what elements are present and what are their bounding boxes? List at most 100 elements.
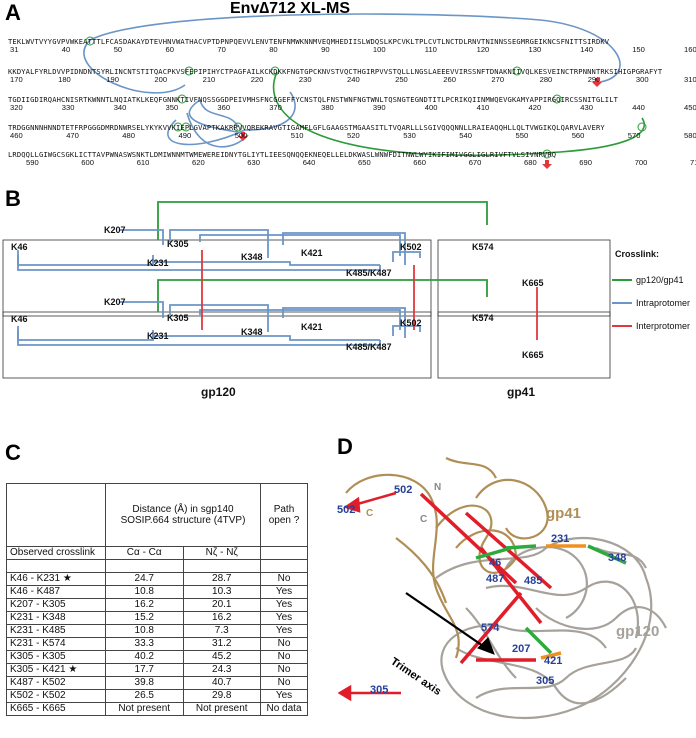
path-open-cell: No — [260, 663, 308, 677]
panel-label-b: B — [5, 186, 21, 211]
nz-distance-cell: 45.2 — [182, 650, 261, 664]
residue-number: 530 — [403, 131, 416, 140]
ca-distance-cell: 15.2 — [105, 611, 184, 625]
res-231: 231 — [551, 533, 569, 545]
path-open-cell: No — [260, 637, 308, 651]
path-open-cell: Yes — [260, 585, 308, 599]
nz-distance-cell: 7.3 — [182, 624, 261, 638]
residue-number: 690 — [579, 158, 592, 167]
residue-number: 160 — [684, 45, 696, 54]
gp41-box-top — [437, 239, 611, 317]
res-421: 421 — [544, 655, 562, 667]
residue-number: 520 — [347, 131, 360, 140]
residue-number: 510 — [291, 131, 304, 140]
path-open-cell: No — [260, 650, 308, 664]
residue-number: 610 — [137, 158, 150, 167]
ca-distance-cell: 24.7 — [105, 572, 184, 586]
crosslink-cell: K231 - K485 — [6, 624, 106, 638]
gp41-box-bottom — [437, 311, 611, 379]
c-terminus-1: C — [366, 508, 373, 519]
crosslink-schematic: K46 K207 K305 K231 K348 K421 K485/K487 K… — [2, 201, 690, 399]
res-305-a: 305 — [536, 675, 554, 687]
residue-number: 700 — [635, 158, 648, 167]
residue-number: 480 — [122, 131, 135, 140]
blue-links-bottom — [17, 301, 421, 346]
legend-label-green: gp120/gp41 — [636, 275, 684, 285]
residue-number: 680 — [524, 158, 537, 167]
gp120-label: gp120 — [201, 385, 236, 399]
residue-number: 660 — [413, 158, 426, 167]
residue-number: 40 — [62, 45, 70, 54]
residue-number: 190 — [106, 75, 119, 84]
ca-distance-cell: 33.3 — [105, 637, 184, 651]
seq-row-2: KKDYALFYRLDVVPIDNDNTSYRLINCNTSTITQACPKVS… — [8, 67, 663, 76]
ca-distance-cell: 10.8 — [105, 585, 184, 599]
residue-number: 240 — [347, 75, 360, 84]
header-path-text: Path open ? — [268, 504, 300, 526]
residue-number: 490 — [179, 131, 192, 140]
structure-view: gp41 gp120 Trimer axis N C C 502 502 231… — [337, 457, 667, 720]
ca-distance-cell: 10.8 — [105, 624, 184, 638]
res-k421-top: K421 — [301, 248, 323, 258]
residue-number: 460 — [10, 131, 23, 140]
res-k485-top: K485/K487 — [346, 268, 392, 278]
ca-distance-cell: 17.7 — [105, 663, 184, 677]
residue-number: 450 — [684, 103, 696, 112]
res-k305-top: K305 — [167, 239, 189, 249]
crosslink-cell: K46 - K487 — [6, 585, 106, 599]
gp120-box-bottom — [2, 311, 432, 379]
nz-distance-cell: 16.2 — [182, 611, 261, 625]
residue-number: 420 — [529, 103, 542, 112]
crosslink-cell: K231 - K574 — [6, 637, 106, 651]
res-k207-top: K207 — [104, 225, 126, 235]
seq-row-1: TEKLWVTVYYGVPVWKEATTTLFCASDAKAYDTEVHNVWA… — [8, 37, 610, 46]
residue-number: 80 — [269, 45, 277, 54]
res-485: 485 — [524, 575, 542, 587]
res-k207-bottom: K207 — [104, 297, 126, 307]
seq-row-4: TRDGGNNNHNNDTETFRPGGGDMRDNWRSELYKYKVVKIE… — [8, 123, 605, 132]
residue-number: 31 — [10, 45, 18, 54]
residue-number: 120 — [477, 45, 490, 54]
residue-number: 620 — [192, 158, 205, 167]
crosslink-cell: K231 - K348 — [6, 611, 106, 625]
nz-distance-cell: 24.3 — [182, 663, 261, 677]
legend-label-blue: Intraprotomer — [636, 298, 690, 308]
c-terminus-2: C — [420, 514, 427, 525]
panel-label-c: C — [5, 440, 21, 465]
residue-number: 210 — [203, 75, 216, 84]
nz-distance-cell: 10.3 — [182, 585, 261, 599]
residue-number: 60 — [166, 45, 174, 54]
spacer-cell — [6, 559, 106, 573]
red-links — [201, 250, 538, 340]
path-open-cell: No data — [260, 702, 308, 716]
nz-distance-cell: 29.8 — [182, 689, 261, 703]
residue-number: 300 — [636, 75, 649, 84]
n-terminus: N — [434, 482, 441, 493]
trimer-axis-label: Trimer axis — [388, 656, 443, 698]
residue-number: 260 — [443, 75, 456, 84]
residue-number: 170 — [10, 75, 23, 84]
residue-number: 140 — [580, 45, 593, 54]
res-348: 348 — [608, 552, 626, 564]
crosslink-cell: K305 - K305 — [6, 650, 106, 664]
xlms-title: Env∆712 XL-MS — [230, 0, 351, 17]
res-k421-bottom: K421 — [301, 322, 323, 332]
crosslink-cell: K665 - K665 — [6, 702, 106, 716]
header-distance: Distance (Å) in sgp140 SOSIP.664 structu… — [105, 483, 261, 547]
green-links — [157, 201, 488, 312]
residue-number: 270 — [491, 75, 504, 84]
crosslink-cell: K502 - K502 — [6, 689, 106, 703]
residue-number: 180 — [58, 75, 71, 84]
residue-number: 320 — [10, 103, 23, 112]
res-502-b: 502 — [337, 504, 355, 516]
ca-distance-cell: 40.2 — [105, 650, 184, 664]
residue-number: 430 — [580, 103, 593, 112]
residue-number: 500 — [235, 131, 248, 140]
